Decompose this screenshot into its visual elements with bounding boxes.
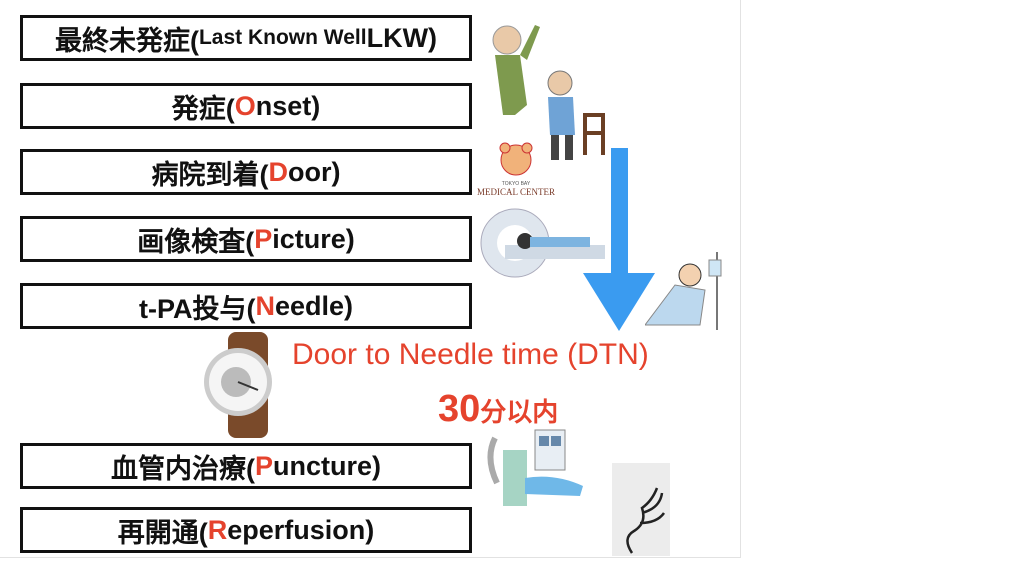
step-jp: t-PA投与( [138,293,256,324]
wristwatch-icon [204,332,272,438]
logo-line-1: TOKYO BAY [501,181,531,187]
step-en: oor) [288,156,341,187]
logo-line-2: MEDICAL CENTER [477,187,555,197]
step-en: eperfusion) [227,514,375,545]
step-en: uncture) [273,450,381,481]
step-last-known-well: 最終未発症(Last Known Well LKW) [20,15,472,61]
step-en: Last Known Well [198,26,367,49]
step-key-letter: N [255,290,275,321]
angiogram-image [612,463,670,556]
down-arrow-icon [583,148,655,331]
step-key-letter: R [207,514,228,545]
step-key-letter: P [254,450,273,481]
step-jp: 血管内治療( [110,453,255,484]
patient-in-bed-illustration [645,252,722,330]
step-jp: 再開通( [117,517,208,548]
step-en: eedle) [274,290,354,321]
step-jp: 画像検査( [137,226,255,257]
dtn-target: 30分以内 [438,388,558,431]
step-en: icture) [272,223,355,254]
elderly-people-illustration [492,25,605,160]
step-key-letter: D [268,156,289,187]
step-jp: 病院到着( [151,159,269,190]
ct-scanner-illustration [480,208,605,278]
step-jp: 発症( [171,93,235,124]
step-abbr: LKW) [366,22,438,53]
step-en: nset) [255,90,321,121]
step-jp: 最終未発症( [54,25,199,56]
step-key-letter: P [254,223,273,254]
dtn-minutes: 30 [438,388,481,430]
step-key-letter: O [234,90,256,121]
dtn-label: Door to Needle time (DTN) [292,338,649,371]
hospital-logo: TOKYO BAY MEDICAL CENTER [470,140,562,200]
dtn-unit: 分以内 [480,397,559,427]
angiography-room-illustration [487,429,583,506]
